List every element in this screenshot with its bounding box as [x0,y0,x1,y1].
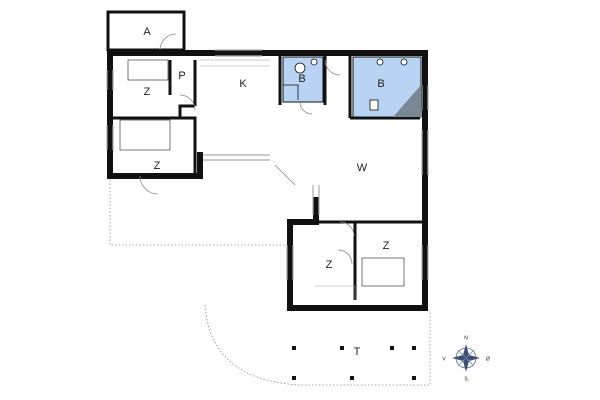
room-labels: A Z P K B B Z W Z Z T [143,26,389,358]
room-label-pantry: P [178,70,185,82]
room-label-bedroom-right: Z [383,240,390,252]
bathroom-left [282,56,324,103]
compass-rose: N V Ø S [442,335,490,382]
room-label-bedroom-left: Z [154,160,161,172]
stairs [200,59,356,300]
bathroom-right [352,56,422,118]
compass-south-label: S [464,376,468,382]
compass-east-label: Ø [486,356,490,362]
terrace-outline [109,180,431,386]
doors [139,59,355,265]
room-label-living: W [357,162,368,174]
compass-west-label: V [442,356,446,362]
beds [119,59,405,287]
windows [106,49,429,280]
room-label-annex: A [143,26,151,38]
room-label-terrace: T [354,346,361,358]
terrace-posts [292,346,416,380]
room-label-kitchen: K [239,78,247,90]
room-label-bedroom-center: Z [326,259,333,271]
compass-north-label: N [464,335,468,341]
room-label-bedroom-top-left: Z [144,86,151,98]
room-label-bathroom-left: B [298,73,305,85]
room-label-bathroom-right: B [377,78,384,90]
